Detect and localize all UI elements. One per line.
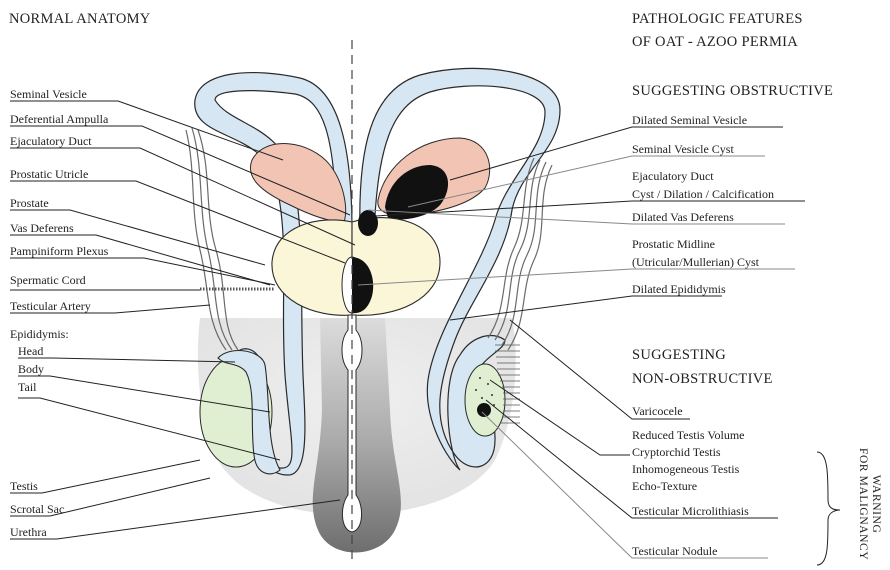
label-inhomogeneous-testis: Inhomogeneous Testis — [632, 462, 739, 476]
label-prostate: Prostate — [10, 196, 49, 210]
label-deferential-ampulla: Deferential Ampulla — [10, 112, 108, 126]
ejaculatory-duct-cyst — [358, 210, 378, 236]
label-urethra: Urethra — [10, 525, 47, 539]
warning-brace — [817, 452, 840, 565]
label-testicular-nodule: Testicular Nodule — [632, 544, 717, 558]
label-dilated-vas-deferens: Dilated Vas Deferens — [632, 210, 734, 224]
heading-obstructive: SUGGESTING OBSTRUCTIVE — [632, 82, 833, 101]
label-ejaculatory-duct: Ejaculatory Duct — [10, 134, 92, 148]
label-prostatic-midline-line2: (Utricular/Mullerian) Cyst — [632, 255, 759, 269]
testicular-nodule — [477, 403, 491, 417]
label-epididymis: Epididymis: — [10, 327, 69, 341]
left-pampiniform-plexus — [186, 128, 238, 350]
label-ejaculatory-duct-line2: Cyst / Dilation / Calcification — [632, 187, 774, 201]
label-scrotal-sac: Scrotal Sac — [10, 502, 64, 516]
label-epididymis-head: Head — [18, 344, 43, 358]
heading-pathologic-line2: OF OAT - AZOO PERMIA — [632, 33, 798, 52]
label-epididymis-body: Body — [18, 362, 44, 376]
heading-pathologic-line1: PATHOLOGIC FEATURES — [632, 10, 803, 29]
label-vas-deferens: Vas Deferens — [10, 221, 74, 235]
label-seminal-vesicle-cyst: Seminal Vesicle Cyst — [632, 142, 734, 156]
warning-line2: FOR MALIGNANCY — [856, 448, 869, 560]
label-dilated-seminal-vesicle: Dilated Seminal Vesicle — [632, 113, 747, 127]
label-dilated-epididymis: Dilated Epididymis — [632, 282, 726, 296]
label-pampiniform-plexus: Pampiniform Plexus — [10, 244, 108, 258]
label-testicular-artery: Testicular Artery — [10, 299, 91, 313]
heading-non-obstructive-line2: NON-OBSTRUCTIVE — [632, 370, 773, 389]
label-cryptorchid-testis: Cryptorchid Testis — [632, 445, 721, 459]
label-prostatic-utricle: Prostatic Utricle — [10, 167, 88, 181]
label-varicocele: Varicocele — [632, 404, 683, 418]
label-spermatic-cord: Spermatic Cord — [10, 273, 86, 287]
warning-line1: WARNING — [869, 448, 882, 560]
heading-non-obstructive-line1: SUGGESTING — [632, 346, 726, 365]
label-testicular-microlithiasis: Testicular Microlithiasis — [632, 504, 749, 518]
label-prostatic-midline-line1: Prostatic Midline — [632, 237, 715, 251]
label-seminal-vesicle: Seminal Vesicle — [10, 87, 87, 101]
label-testis: Testis — [10, 479, 38, 493]
label-echo-texture: Echo-Texture — [632, 479, 697, 493]
warning-malignancy-label: WARNING FOR MALIGNANCY — [856, 448, 882, 560]
label-reduced-testis-volume: Reduced Testis Volume — [632, 428, 745, 442]
label-epididymis-tail: Tail — [18, 380, 37, 394]
label-ejaculatory-duct-line1: Ejaculatory Duct — [632, 169, 714, 183]
heading-normal-anatomy: NORMAL ANATOMY — [9, 10, 151, 29]
